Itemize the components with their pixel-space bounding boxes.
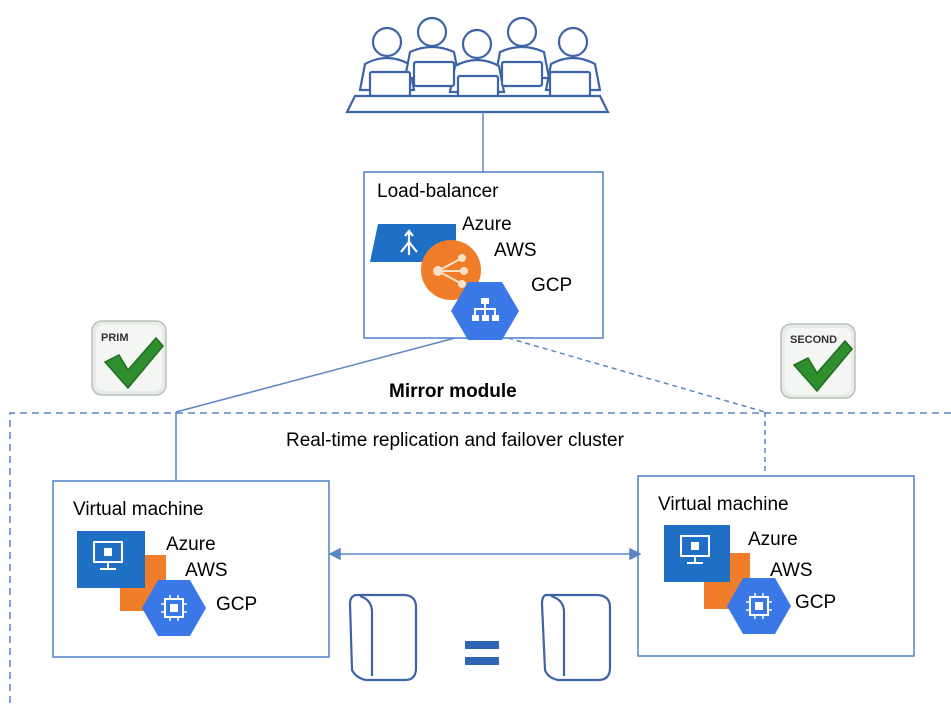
- vm-right-provider-azure: Azure: [748, 529, 798, 550]
- second-badge-label: SECOND: [790, 334, 837, 346]
- mirror-module-label: Mirror module: [389, 381, 517, 402]
- mirror-module-container: [9, 412, 951, 707]
- azure-vm-icon: [664, 525, 730, 582]
- vm-left-icons: [77, 531, 206, 636]
- azure-vm-icon: [77, 531, 145, 588]
- vm-left-provider-aws: AWS: [185, 560, 228, 581]
- second-check-badge: [780, 323, 856, 399]
- vm-right-provider-aws: AWS: [770, 560, 813, 581]
- aws-load-balancer-icon: [421, 240, 481, 300]
- lb-provider-aws: AWS: [494, 240, 537, 261]
- gcp-vm-icon: [142, 580, 206, 636]
- vm-left-provider-azure: Azure: [166, 534, 216, 555]
- vm-left-title: Virtual machine: [73, 499, 204, 520]
- lb-to-primary-line: [175, 337, 456, 413]
- lb-provider-gcp: GCP: [531, 275, 573, 296]
- prim-check-badge: [91, 320, 167, 396]
- disk-icon: [348, 593, 418, 682]
- gcp-load-balancer-icon: [451, 282, 519, 340]
- vm-right-title: Virtual machine: [658, 494, 789, 515]
- check-icon: [103, 336, 164, 390]
- vm-right-icons: [664, 525, 791, 634]
- vm-left-provider-gcp: GCP: [216, 594, 258, 615]
- vm-right-provider-gcp: GCP: [795, 592, 837, 613]
- prim-badge-label: PRIM: [101, 332, 129, 344]
- lb-to-secondary-line: [507, 337, 766, 413]
- cluster-label: Real-time replication and failover clust…: [286, 430, 624, 451]
- replication-arrow: [328, 547, 642, 561]
- gcp-vm-icon: [727, 578, 791, 634]
- users-icon: [345, 16, 610, 114]
- load-balancer-title: Load-balancer: [377, 181, 499, 202]
- disk-icon: [540, 593, 612, 682]
- lb-provider-azure: Azure: [462, 214, 512, 235]
- equals-icon: [465, 641, 499, 665]
- check-icon: [792, 339, 853, 393]
